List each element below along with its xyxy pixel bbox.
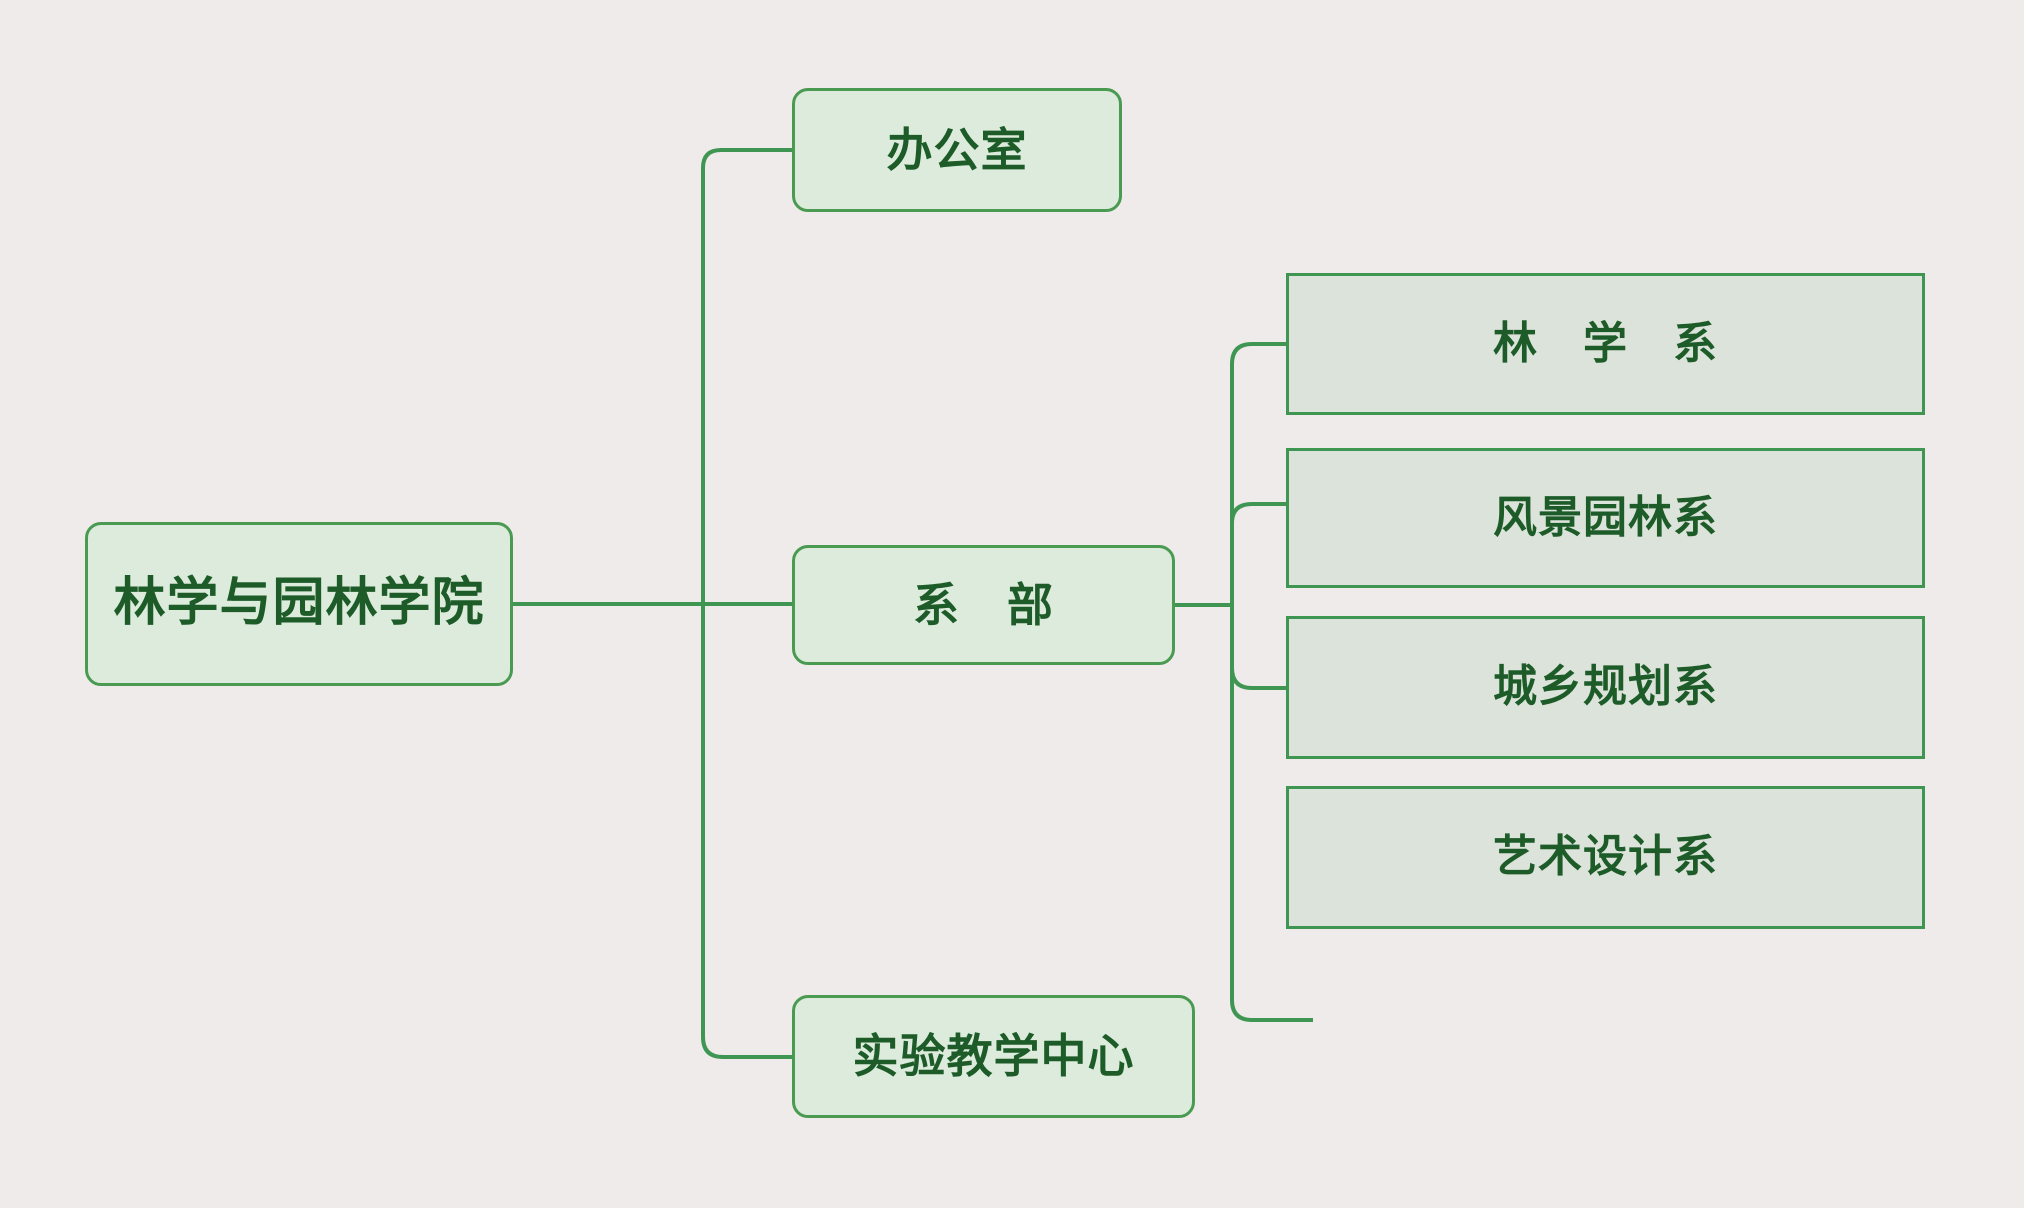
node-departments-group[interactable]: 系 部 xyxy=(792,545,1175,665)
node-label-departments-group: 系 部 xyxy=(913,578,1054,631)
node-label-department-urban-rural-planning: 城乡规划系 xyxy=(1493,662,1718,712)
node-label-experimental-teaching-center: 实验教学中心 xyxy=(852,1030,1135,1083)
node-label-root: 林学与园林学院 xyxy=(113,574,485,633)
node-department-art-design[interactable]: 艺术设计系 xyxy=(1286,786,1925,929)
connector-trunk-to-lab xyxy=(701,1036,792,1059)
node-department-landscape-architecture[interactable]: 风景园林系 xyxy=(1286,448,1925,588)
node-office[interactable]: 办公室 xyxy=(792,88,1122,212)
node-department-urban-rural-planning[interactable]: 城乡规划系 xyxy=(1286,616,1925,759)
node-experimental-teaching-center[interactable]: 实验教学中心 xyxy=(792,995,1195,1118)
connector-trunk-to-office xyxy=(701,148,792,169)
node-root-college[interactable]: 林学与园林学院 xyxy=(85,522,513,686)
node-label-department-landscape-architecture: 风景园林系 xyxy=(1493,492,1718,542)
node-department-forestry[interactable]: 林 学 系 xyxy=(1286,273,1925,415)
connector-subtrunk-to-dept-3 xyxy=(1230,999,1313,1022)
node-label-department-forestry: 林 学 系 xyxy=(1493,318,1718,368)
node-label-department-art-design: 艺术设计系 xyxy=(1493,832,1718,882)
node-label-office: 办公室 xyxy=(886,123,1028,176)
